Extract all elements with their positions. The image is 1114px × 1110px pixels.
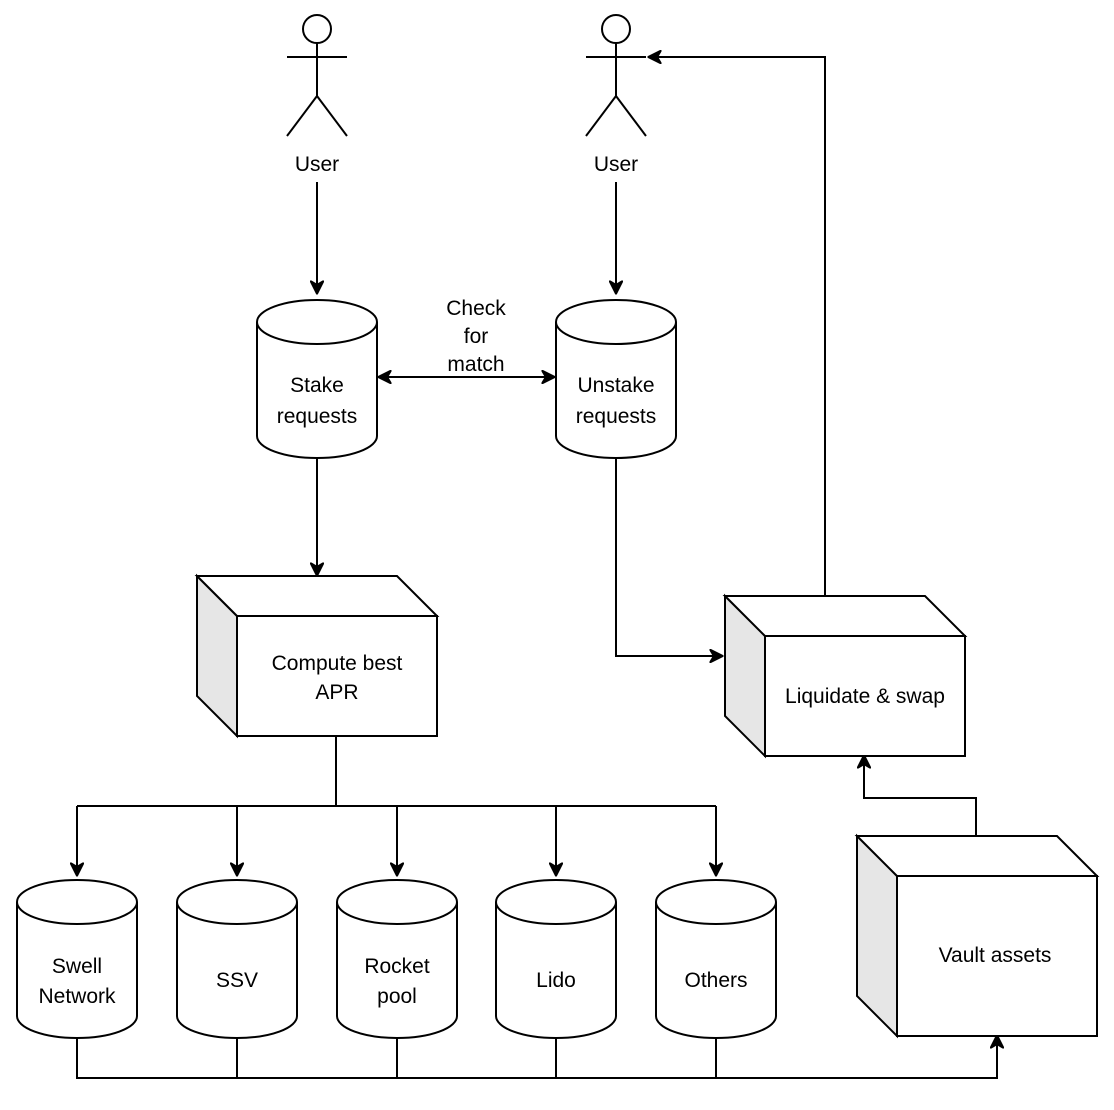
rocket-pool-db: Rocket pool (336, 879, 458, 1039)
compute-apr-cube: Compute best APR (194, 573, 440, 739)
stake-requests-line2: requests (277, 405, 358, 428)
match-label-line2: for (464, 325, 489, 348)
compute-line2: APR (315, 681, 358, 704)
unstake-user-left-leg (585, 95, 617, 137)
rocket-line1: Rocket (364, 955, 430, 978)
liquidate-label: Liquidate & swap (785, 685, 945, 708)
edge-pools-collector (76, 1036, 997, 1079)
stake-requests-line1: Stake (290, 374, 344, 397)
unstake-user-right-leg (615, 95, 647, 137)
liquidate-swap-cube: Liquidate & swap (722, 593, 968, 759)
ssv-db: SSV (176, 879, 298, 1039)
vault-label: Vault assets (939, 944, 1052, 967)
swell-network-db: Swell Network (16, 879, 138, 1039)
unstake-requests-line2: requests (576, 405, 657, 428)
vault-assets-cube: Vault assets (854, 833, 1100, 1039)
others-label: Others (684, 969, 747, 992)
match-label: Check for match (446, 297, 506, 376)
unstake-user-head-icon (601, 14, 631, 44)
lido-label: Lido (536, 969, 576, 992)
swell-line1: Swell (52, 955, 102, 978)
unstake-user-label: User (594, 153, 638, 176)
edge-liquidate-to-user (649, 57, 826, 596)
stake-user-left-leg (286, 95, 318, 137)
stake-user-actor: User (286, 14, 348, 176)
stake-requests-db: Stake requests (256, 299, 378, 459)
match-label-line3: match (447, 353, 504, 376)
unstake-requests-line1: Unstake (577, 374, 654, 397)
others-db: Others (655, 879, 777, 1039)
unstake-requests-db: Unstake requests (555, 299, 677, 459)
edge-unstake-to-liquidate (615, 458, 722, 656)
swell-line2: Network (38, 985, 116, 1008)
lido-db: Lido (495, 879, 617, 1039)
stake-user-label: User (295, 153, 339, 176)
ssv-label: SSV (216, 969, 258, 992)
edge-vault-to-liquidate (864, 756, 977, 836)
compute-line1: Compute best (272, 652, 403, 675)
stake-user-head-icon (302, 14, 332, 44)
rocket-line2: pool (377, 985, 417, 1008)
stake-user-right-leg (316, 95, 348, 137)
unstake-user-actor: User (585, 14, 647, 176)
match-label-line1: Check (446, 297, 506, 320)
